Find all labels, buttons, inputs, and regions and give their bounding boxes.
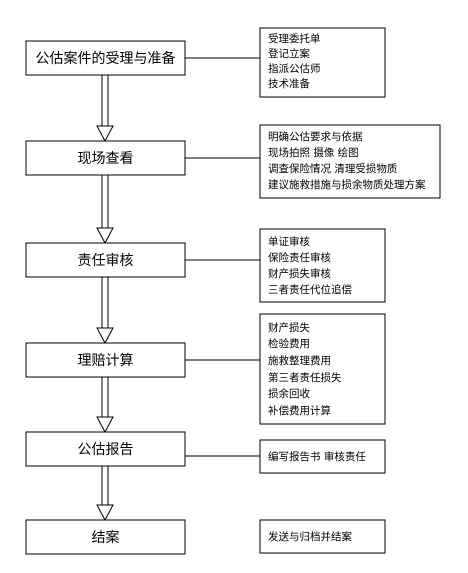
note-3-1: 单证审核 xyxy=(268,235,310,248)
step-label-3: 责任审核 xyxy=(78,253,134,269)
step-box-5 xyxy=(25,431,186,467)
note-4-6: 补偿费用计算 xyxy=(268,404,331,417)
step-5: 公估报告 xyxy=(25,431,186,467)
note-group-6: 发送与归档并结案 xyxy=(259,519,386,554)
arrow-1 xyxy=(96,75,114,143)
step-6: 结案 xyxy=(25,519,186,555)
step-label-5: 公估报告 xyxy=(78,442,134,458)
note-4-3: 施救整理费用 xyxy=(268,354,331,367)
note-4-2: 检验费用 xyxy=(268,337,310,350)
note-6-1: 发送与归档并结案 xyxy=(268,530,352,543)
step-box-6 xyxy=(25,519,186,555)
arrow-4 xyxy=(96,377,114,434)
note-1-3: 指派公估师 xyxy=(268,62,321,75)
note-2-4: 建议施救措施与损余物质处理方案 xyxy=(268,178,426,191)
step-3: 责任审核 xyxy=(25,242,186,278)
note-4-1: 财产损失 xyxy=(268,321,310,334)
step-box-2 xyxy=(25,140,186,176)
note-4-4: 第三者责任损失 xyxy=(268,371,342,384)
step-2: 现场查看 xyxy=(25,140,186,176)
note-group-3: 单证审核 保险责任审核 财产损失审核 三者责任代位追偿 xyxy=(259,228,386,303)
note-box-3 xyxy=(259,228,386,303)
step-box-1 xyxy=(25,40,186,76)
step-label-2: 现场查看 xyxy=(78,151,134,167)
note-2-3: 调查保险情况 清理受损物质 xyxy=(268,162,397,175)
step-label-4: 理赔计算 xyxy=(78,353,134,369)
step-box-3 xyxy=(25,242,186,278)
note-5-1: 编写报告书 审核责任 xyxy=(268,450,366,463)
step-box-4 xyxy=(25,342,186,378)
step-label-1: 公估案件的受理与准备 xyxy=(36,50,176,67)
note-3-4: 三者责任代位追偿 xyxy=(268,283,352,296)
step-4: 理赔计算 xyxy=(25,342,186,378)
note-box-1 xyxy=(259,27,386,98)
note-1-2: 登记立案 xyxy=(268,47,310,60)
note-group-1: 受理委托单 登记立案 指派公估师 技术准备 xyxy=(259,27,386,98)
note-1-1: 受理委托单 xyxy=(268,32,321,45)
arrow-5 xyxy=(96,466,114,522)
note-2-1: 明确公估要求与依据 xyxy=(268,130,363,143)
note-4-5: 损余回收 xyxy=(268,387,310,400)
note-box-6 xyxy=(259,519,386,554)
note-2-2: 现场拍照 摄像 绘图 xyxy=(268,146,359,159)
note-1-4: 技术准备 xyxy=(268,77,310,90)
note-box-2 xyxy=(259,124,441,199)
note-3-3: 财产损失审核 xyxy=(268,267,331,280)
arrow-3 xyxy=(96,277,114,345)
note-group-5: 编写报告书 审核责任 xyxy=(259,439,386,474)
note-box-4 xyxy=(259,313,386,425)
note-group-2: 明确公估要求与依据 现场拍照 摄像 绘图 调查保险情况 清理受损物质 建议施救措… xyxy=(259,124,441,199)
step-label-6: 结案 xyxy=(92,529,120,546)
note-3-2: 保险责任审核 xyxy=(268,251,331,264)
arrow-2 xyxy=(96,175,114,245)
step-1: 公估案件的受理与准备 xyxy=(25,40,186,76)
note-box-5 xyxy=(259,439,386,474)
note-group-4: 财产损失 检验费用 施救整理费用 第三者责任损失 损余回收 补偿费用计算 xyxy=(259,313,386,425)
